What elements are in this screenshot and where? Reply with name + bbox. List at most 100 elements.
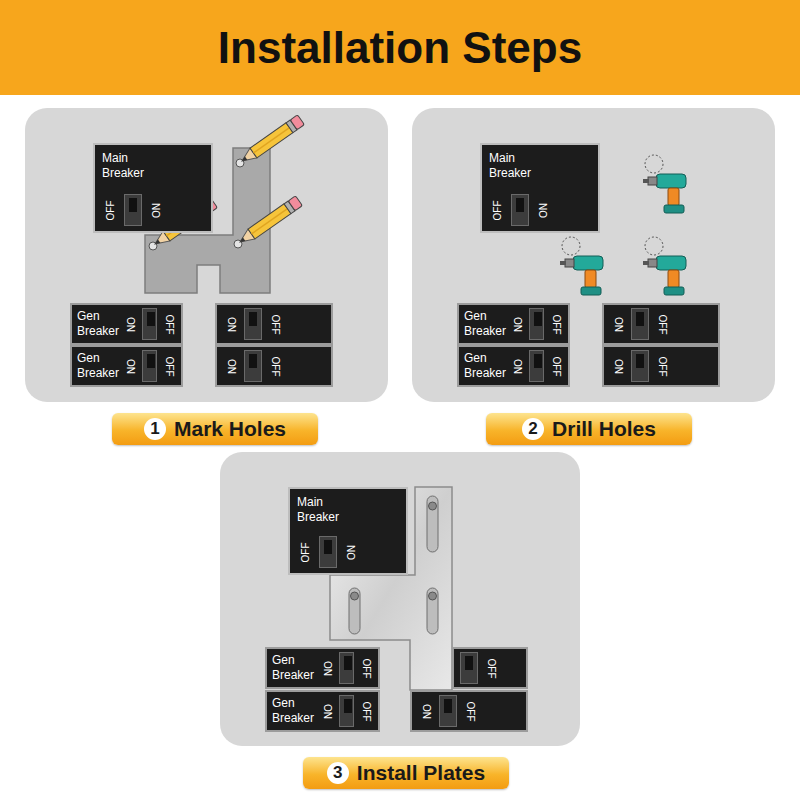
switch-label-slot: OFF xyxy=(102,193,118,227)
breaker-box: ON OFF xyxy=(602,345,720,387)
step-label: 2 Drill Holes xyxy=(486,413,692,445)
switch-state: OFF xyxy=(657,314,668,334)
switch-state: OFF xyxy=(164,314,175,334)
switch-label-slot: ON xyxy=(123,349,138,383)
switch-label-slot: OFF xyxy=(358,651,374,685)
switch-state: ON xyxy=(125,359,136,374)
switch-label-slot: ON xyxy=(320,651,335,685)
breaker-box: OFF xyxy=(452,647,528,689)
screw xyxy=(429,592,437,600)
number-badge: 3 xyxy=(327,762,349,784)
switch-label-slot: OFF xyxy=(297,535,313,569)
switch-state: OFF xyxy=(551,314,562,334)
toggle-switch xyxy=(244,350,262,382)
breaker-label: Main Breaker xyxy=(489,151,553,181)
toggle-switch xyxy=(142,308,157,340)
screw xyxy=(429,502,437,510)
toggle-switch xyxy=(631,350,649,382)
switch-label-slot: OFF xyxy=(548,307,564,341)
breaker-box: Gen BreakerONOFF xyxy=(70,303,183,345)
step-number: 3 xyxy=(333,763,342,783)
breaker-label: Gen Breaker xyxy=(272,653,316,683)
switch-label-slot: ON xyxy=(223,349,239,383)
switch-state: OFF xyxy=(657,356,668,376)
switch-state: ON xyxy=(226,317,237,332)
pencil-icon xyxy=(239,115,305,166)
step-title: Mark Holes xyxy=(174,417,286,441)
switch-state: OFF xyxy=(486,658,497,678)
switch-label-slot: ON xyxy=(610,349,626,383)
switch-label-slot: OFF xyxy=(548,349,564,383)
toggle-switch xyxy=(319,536,337,568)
switch-label-slot: ON xyxy=(535,193,551,227)
step-number: 1 xyxy=(150,419,159,439)
switch-state: OFF xyxy=(105,200,116,220)
breaker-box: ON OFF xyxy=(215,345,333,387)
breaker-box: ON OFF xyxy=(602,303,720,345)
title-bar: Installation Steps xyxy=(0,0,800,95)
screw xyxy=(351,592,359,600)
toggle-switch xyxy=(529,350,544,382)
switch-state: OFF xyxy=(361,701,372,721)
switch-state: OFF xyxy=(465,701,476,721)
switch-row: OFF ON xyxy=(297,535,399,569)
switch-state: ON xyxy=(613,359,624,374)
switch-state: ON xyxy=(125,317,136,332)
breaker-label: Gen Breaker xyxy=(77,351,119,381)
switch-state: OFF xyxy=(551,356,562,376)
switch-state: ON xyxy=(421,704,432,719)
switch-label-slot: ON xyxy=(343,535,359,569)
breaker-box: Main BreakerOFF ON xyxy=(480,143,600,233)
switch-label-slot: ON xyxy=(610,307,626,341)
plate-slot xyxy=(427,496,438,552)
toggle-switch xyxy=(124,194,142,226)
switch-label-slot: OFF xyxy=(358,694,374,728)
switch-state: ON xyxy=(613,317,624,332)
breaker-box: ON OFF xyxy=(215,303,333,345)
switch-row: OFF ON xyxy=(102,193,204,227)
switch-label-slot: OFF xyxy=(161,307,177,341)
switch-state: OFF xyxy=(270,314,281,334)
switch-label-slot: OFF xyxy=(489,193,505,227)
step-number: 2 xyxy=(528,419,537,439)
step-panel xyxy=(25,108,388,402)
switch-state: OFF xyxy=(361,658,372,678)
toggle-switch xyxy=(244,308,262,340)
toggle-switch xyxy=(631,308,649,340)
switch-row: OFF ON xyxy=(489,193,591,227)
switch-state: OFF xyxy=(270,356,281,376)
switch-state: ON xyxy=(151,203,162,218)
plate-slot xyxy=(349,588,360,634)
drill-icon xyxy=(560,237,603,295)
step-panel xyxy=(412,108,775,402)
switch-label-slot: ON xyxy=(320,694,335,728)
switch-label-slot: ON xyxy=(148,193,164,227)
toggle-switch xyxy=(339,652,354,684)
breaker-label: Main Breaker xyxy=(297,495,361,525)
step-title: Drill Holes xyxy=(552,417,656,441)
toggle-switch xyxy=(460,652,478,684)
switch-state: ON xyxy=(538,203,549,218)
toggle-switch xyxy=(439,695,457,727)
breaker-box: Gen BreakerONOFF xyxy=(70,345,183,387)
step-title: Install Plates xyxy=(357,761,485,785)
switch-label-slot: OFF xyxy=(267,349,283,383)
breaker-box: Gen BreakerONOFF xyxy=(457,345,570,387)
switch-state: OFF xyxy=(492,200,503,220)
toggle-switch xyxy=(511,194,529,226)
switch-state: ON xyxy=(346,545,357,560)
breaker-label: Gen Breaker xyxy=(272,696,316,726)
plate-slot xyxy=(427,588,438,634)
switch-label-slot: ON xyxy=(510,349,525,383)
breaker-label: Gen Breaker xyxy=(464,309,506,339)
header-band xyxy=(0,0,800,95)
breaker-box: Main BreakerOFF ON xyxy=(288,487,408,575)
step-label: 1 Mark Holes xyxy=(112,413,318,445)
breaker-label: Main Breaker xyxy=(102,151,166,181)
page-title: Installation Steps xyxy=(218,23,582,73)
switch-state: ON xyxy=(226,359,237,374)
switch-label-slot: ON xyxy=(418,694,434,728)
number-badge: 2 xyxy=(522,418,544,440)
